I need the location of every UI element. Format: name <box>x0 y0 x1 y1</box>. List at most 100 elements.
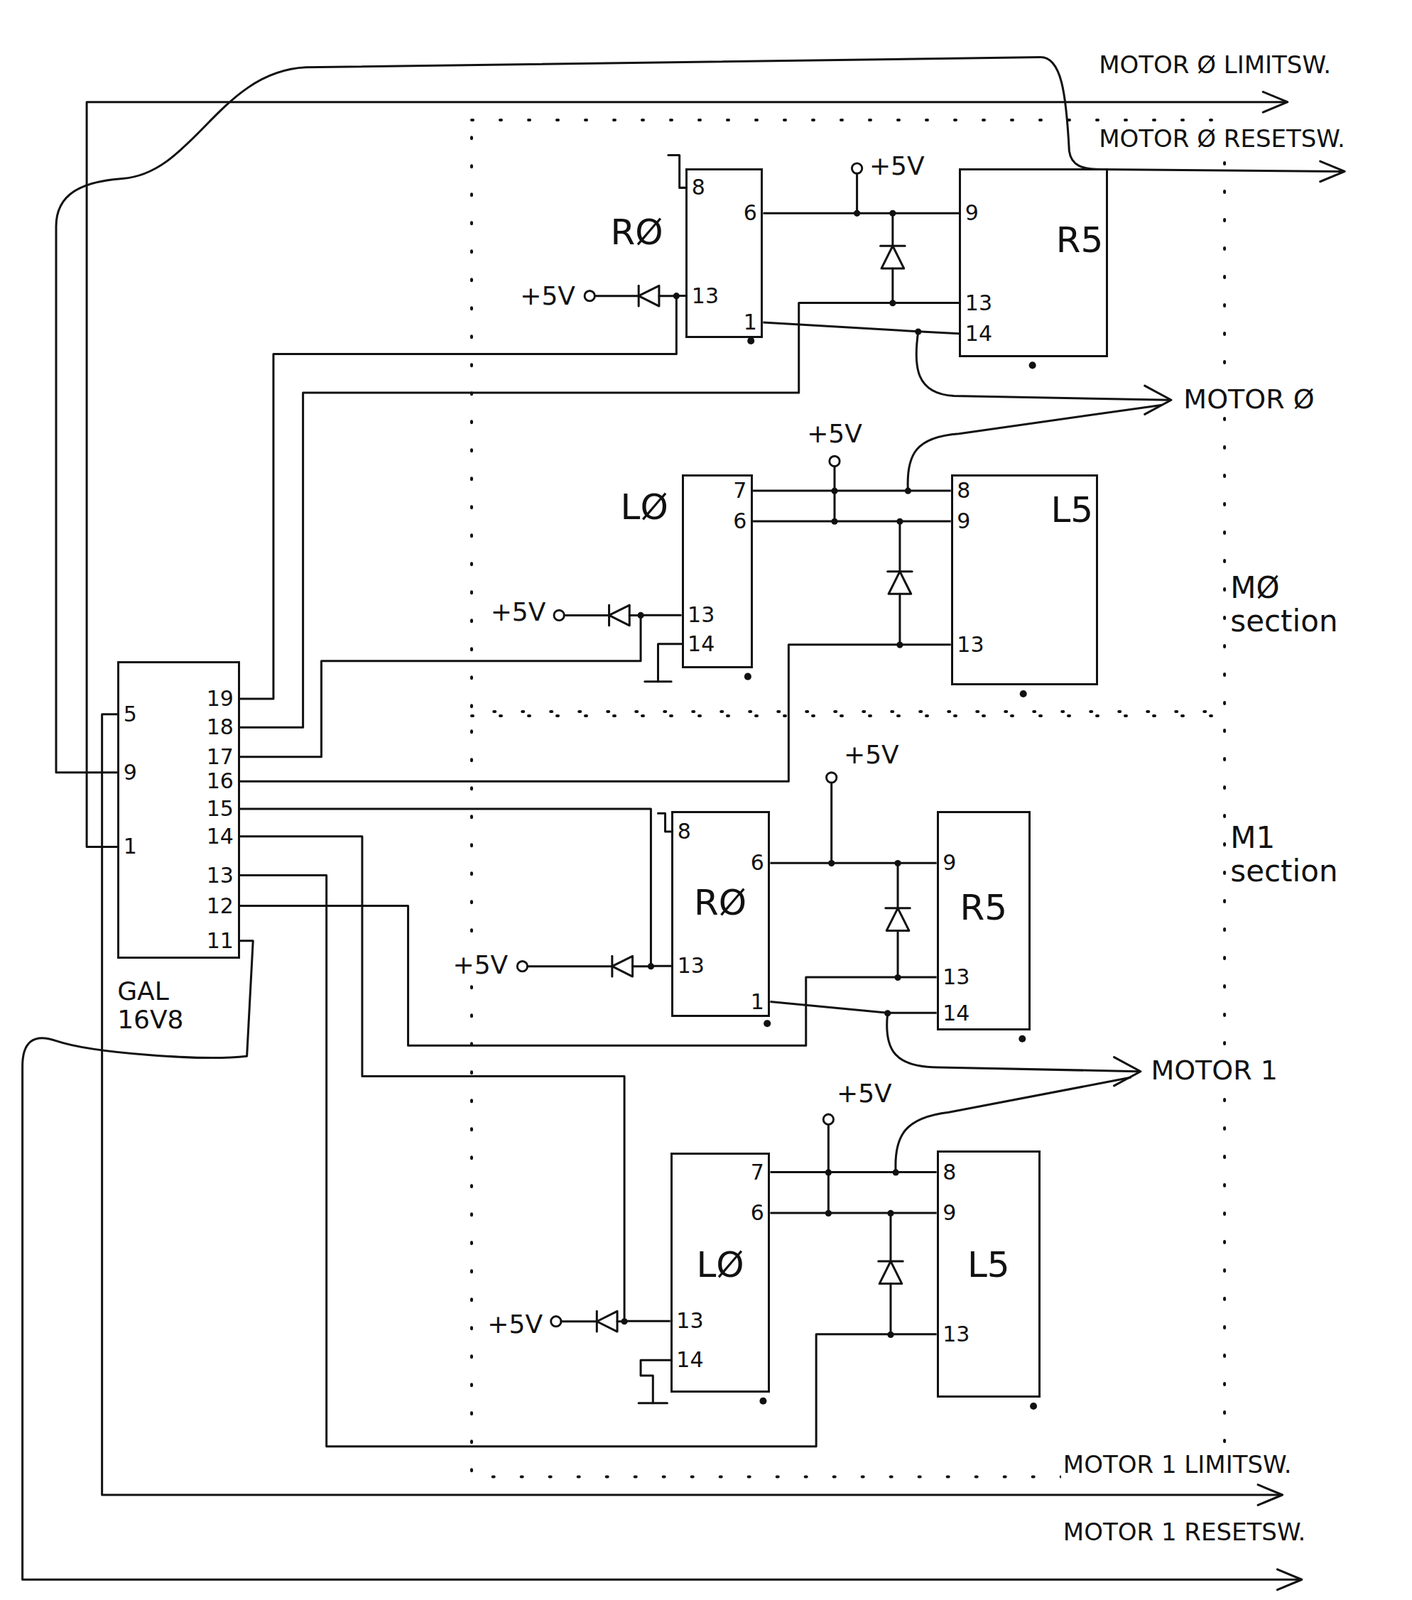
pin-number: 14 <box>965 321 993 346</box>
pin-number: 9 <box>965 201 979 226</box>
pin-number: 15 <box>206 796 234 822</box>
signal-wire <box>240 808 672 966</box>
wire <box>102 714 1281 1496</box>
pin-number: 13 <box>956 632 984 657</box>
chip-name: GAL 16V8 <box>117 977 184 1035</box>
wire <box>898 521 901 572</box>
signal-wire <box>769 1002 937 1014</box>
signal-wire <box>769 1211 937 1214</box>
pin-mark <box>668 154 686 188</box>
pin-number: 5 <box>123 702 138 727</box>
chip-name: RØ <box>693 882 747 923</box>
pin-number: 6 <box>743 201 758 226</box>
signal-wire <box>240 875 937 1447</box>
pin-number: 13 <box>206 863 234 888</box>
pin-number: 14 <box>942 1001 970 1026</box>
wire <box>56 56 1343 773</box>
ground-symbol <box>644 680 672 683</box>
wire <box>891 268 894 304</box>
supply-terminal <box>851 163 862 174</box>
gal-chip: GAL 16V8591191817161514131211 <box>117 661 240 959</box>
pin-number: 6 <box>750 1201 765 1226</box>
pin-one-dot <box>1019 690 1028 698</box>
pin-number: 13 <box>691 284 719 309</box>
chip-name: L5 <box>967 1245 1010 1285</box>
arrow-head <box>1262 91 1287 113</box>
wire <box>855 173 858 214</box>
wire <box>889 1213 892 1262</box>
chip-name: L5 <box>1050 490 1094 530</box>
relay-chip: RØ81361 <box>685 168 763 339</box>
signal-wire <box>752 520 952 523</box>
motor-wires <box>887 331 1172 1173</box>
supply-label: +5V <box>834 1078 895 1109</box>
arrow-head <box>1144 385 1172 415</box>
diode-symbol <box>888 571 912 595</box>
pin-number: 8 <box>677 819 692 844</box>
ground-symbol <box>638 1402 667 1405</box>
section-name: M1 section <box>1230 821 1338 888</box>
wire <box>827 1124 830 1214</box>
wire <box>594 294 639 297</box>
signal-wire <box>240 303 960 729</box>
switch-wires <box>22 56 1346 1590</box>
supply-label: +5V <box>867 151 927 181</box>
wire <box>22 941 1300 1580</box>
motor-output: MOTOR 1 <box>1148 1055 1280 1087</box>
signal-wire <box>762 212 959 215</box>
wire <box>830 782 833 864</box>
relay-chip: RØ81361 <box>671 811 770 1018</box>
pin-number: 16 <box>206 769 234 794</box>
relay-chip: R591314 <box>936 811 1031 1031</box>
pin-number: 9 <box>942 850 957 876</box>
diode-symbol <box>638 285 660 307</box>
wire <box>898 593 901 645</box>
relay-chip: LØ761314 <box>670 1152 771 1393</box>
diode-symbol <box>596 1311 618 1332</box>
switch-signal: MOTOR Ø RESETSW. <box>1096 125 1348 153</box>
section-band: MØ sectionRØ81361R591314LØ761314L58913 <box>471 120 1225 712</box>
arrow-head <box>1114 1057 1141 1086</box>
wire <box>563 614 609 617</box>
m0-supply-and-diodes <box>554 154 922 682</box>
ground-wire <box>657 644 682 682</box>
pin-number: 14 <box>687 632 715 657</box>
section-name: MØ section <box>1230 571 1338 638</box>
supply-terminal <box>829 455 840 466</box>
pin-number: 1 <box>750 990 765 1015</box>
pin-number: 12 <box>206 894 234 919</box>
chip-name: LØ <box>696 1245 744 1285</box>
supply-terminal <box>823 1114 834 1125</box>
pin-number: 13 <box>677 953 705 979</box>
ground-wire <box>640 1360 671 1403</box>
pin-number: 14 <box>676 1348 704 1373</box>
pin-number: 11 <box>206 929 234 954</box>
diode-symbol <box>612 956 633 977</box>
diode-symbol <box>609 605 631 626</box>
pin-number: 13 <box>942 1322 970 1347</box>
signal-wire <box>240 296 687 699</box>
supply-label: +5V <box>488 597 549 627</box>
pin-one-dot <box>747 337 755 345</box>
wire <box>889 1284 892 1336</box>
diode-symbol <box>879 1261 903 1285</box>
pin-one-dot <box>1018 1035 1026 1043</box>
pin-number: 17 <box>206 745 234 770</box>
signal-wire <box>752 489 952 492</box>
pin-number: 9 <box>942 1201 957 1226</box>
pin-number: 8 <box>691 175 706 200</box>
wire <box>891 213 894 246</box>
pin-mark <box>657 813 672 832</box>
chip-name: LØ <box>620 487 669 528</box>
wire <box>527 965 613 968</box>
chip-name: RØ <box>610 212 664 253</box>
signal-wire <box>240 836 671 1322</box>
switch-signal: MOTOR 1 LIMITSW. <box>1061 1451 1295 1479</box>
arrow-head <box>1320 161 1345 182</box>
pin-number: 13 <box>687 603 715 628</box>
relay-chip: L58913 <box>936 1150 1042 1398</box>
relay-chip: LØ761314 <box>681 474 754 669</box>
chip-name: R5 <box>1056 220 1104 260</box>
